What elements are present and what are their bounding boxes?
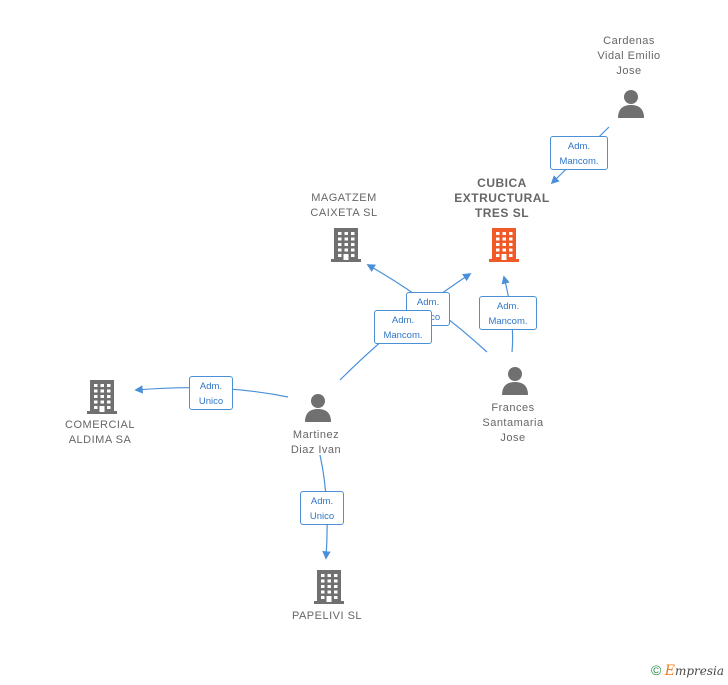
- copyright-icon: ©: [651, 662, 662, 678]
- edge-label-martinez-comercial[interactable]: Adm.Unico: [189, 376, 233, 410]
- brand-logo-text: mpresia: [674, 664, 724, 678]
- building-icon-magatzem[interactable]: [330, 226, 362, 262]
- person-icon-martinez[interactable]: [303, 392, 333, 422]
- node-label-comercial[interactable]: COMERCIAL ALDIMA SA: [65, 419, 135, 446]
- building-icon-comercial[interactable]: [86, 378, 118, 414]
- node-label-papelivi[interactable]: PAPELIVI SL: [291, 610, 363, 622]
- edge-label-martinez-papelivi[interactable]: Adm.Unico: [300, 491, 344, 525]
- footer-brand[interactable]: © Empresia: [651, 662, 724, 679]
- edge-label-frances-cubica[interactable]: Adm.Mancom.: [479, 296, 537, 330]
- brand-logo-initial: E: [664, 663, 675, 679]
- person-icon-frances[interactable]: [500, 365, 530, 395]
- building-icon-papelivi[interactable]: [313, 568, 345, 604]
- edge-label-martinez-cubica[interactable]: Adm.Mancom.: [374, 310, 432, 344]
- edge-label-cardenas-cubica[interactable]: Adm.Mancom.: [550, 136, 608, 170]
- building-icon-cubica[interactable]: [488, 226, 520, 262]
- node-label-cubica[interactable]: CUBICA EXTRUCTURAL TRES SL: [454, 176, 550, 220]
- node-label-frances[interactable]: Frances Santamaria Jose: [482, 402, 544, 444]
- node-label-cardenas[interactable]: Cardenas Vidal Emilio Jose: [597, 35, 661, 77]
- node-label-magatzem[interactable]: MAGATZEM CAIXETA SL: [310, 192, 378, 219]
- person-icon-cardenas[interactable]: [616, 88, 646, 118]
- node-label-martinez[interactable]: Martinez Diaz Ivan: [290, 429, 342, 456]
